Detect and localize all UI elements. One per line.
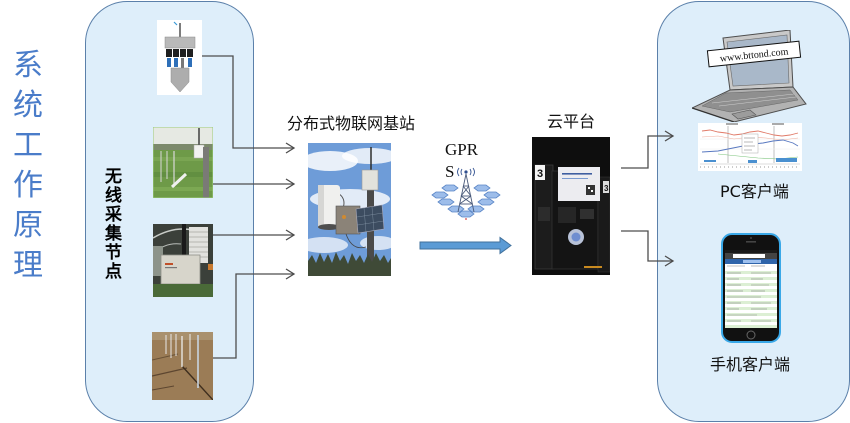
cloud-server-rack-photo: 3 3 (532, 137, 610, 275)
base-station-label: 分布式物联网基站 (287, 114, 416, 133)
soil-sensor-probe-device-image (157, 20, 202, 95)
pc-client-chart-screenshot (698, 123, 802, 171)
gprs-tower-icon (430, 166, 502, 220)
diagram-title: 系统工作原理 (13, 48, 43, 283)
clients-panel (657, 1, 850, 422)
gprs-label: GPRS (445, 140, 479, 181)
soil-field-poles-photo (152, 332, 213, 400)
mobile-phone-icon (721, 233, 781, 343)
pc-client-label: PC客户端 (720, 182, 789, 201)
signal-waves (457, 167, 475, 177)
arrowhead-node1 (285, 142, 296, 154)
arrowhead-node4 (285, 268, 296, 280)
phone-screen-text (727, 265, 771, 322)
arrowhead-node3 (285, 229, 296, 241)
url-banner: www.bttond.com (706, 40, 802, 68)
rack-number-left: 3 (537, 168, 543, 180)
phone-screen-rows (725, 271, 777, 328)
rack-number-right: 3 (604, 184, 609, 193)
iot-base-station-photo (308, 143, 391, 276)
greenhouse-weather-station-photo (153, 224, 213, 297)
network-cells (431, 184, 501, 218)
arrowhead-node2 (285, 178, 296, 190)
cloud-platform-label: 云平台 (547, 112, 596, 131)
laptop-icon: www.bttond.com (692, 30, 807, 122)
tower (457, 173, 475, 213)
mobile-client-label: 手机客户端 (710, 355, 791, 374)
field-station-photo (153, 127, 213, 198)
transmission-arrow (419, 236, 512, 255)
collection-nodes-label: 无线采集节点 (105, 167, 122, 282)
